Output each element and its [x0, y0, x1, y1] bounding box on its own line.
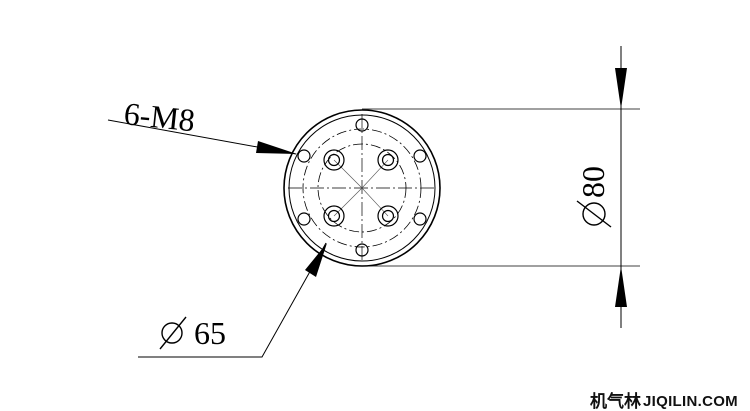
- leader-arrowhead: [305, 243, 327, 277]
- counterbored-holes: [323, 149, 399, 227]
- outer-diameter-dimension: [362, 46, 640, 328]
- counterbored-hole: [377, 205, 399, 227]
- tapped-hole: [297, 212, 311, 226]
- dimension-arrowhead-top: [615, 68, 627, 109]
- tapped-hole: [355, 243, 369, 257]
- leader-arrowhead: [256, 141, 297, 154]
- thread-callout-label: 6-M8: [122, 95, 196, 138]
- dimension-arrowhead-bottom: [615, 266, 627, 307]
- counterbored-hole: [377, 149, 399, 171]
- hole-center-lines: [333, 159, 389, 217]
- tapped-hole: [413, 149, 427, 163]
- thread-callout-leader: 6-M8: [107, 95, 297, 155]
- bolt-circle-diameter-label: 65: [194, 315, 226, 351]
- watermark-cn: 机气林: [590, 391, 641, 411]
- watermark-latin: JIQILIN.COM: [643, 393, 738, 410]
- flange-part: [283, 109, 441, 267]
- site-watermark: 机气林 JIQILIN.COM: [590, 391, 738, 411]
- tapped-hole: [297, 149, 311, 163]
- outer-diameter-label-group: 80: [575, 166, 612, 228]
- diameter-symbol-icon: [576, 200, 612, 228]
- counterbored-hole: [323, 149, 345, 171]
- tapped-holes-m8: [297, 118, 427, 257]
- counterbored-hole: [323, 205, 345, 227]
- diameter-symbol-icon: [159, 316, 187, 350]
- tapped-hole: [355, 118, 369, 132]
- tapped-hole: [413, 212, 427, 226]
- outer-diameter-label: 80: [575, 166, 611, 198]
- bolt-circle-dimension: 65: [138, 242, 327, 358]
